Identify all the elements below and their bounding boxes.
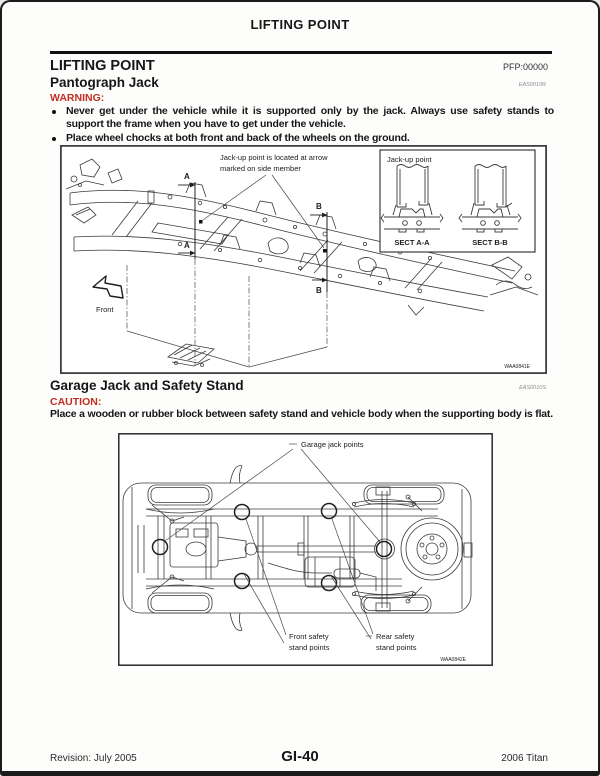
warning-bullet-2: Place wheel chocks at both front and bac… (50, 132, 554, 145)
pantograph-heading: Pantograph Jack (50, 75, 159, 90)
garage-jack-point-rear (375, 540, 393, 558)
svg-text:B: B (316, 202, 322, 211)
caution-label: CAUTION: (50, 396, 102, 408)
footer-page-number: GI-40 (281, 748, 319, 765)
diagram-border (118, 433, 493, 666)
pantograph-jack-sketch (167, 343, 215, 367)
garage-points-label: Garage jack points (164, 440, 381, 543)
footer-revision: Revision: July 2005 (50, 753, 137, 764)
footer-model: 2006 Titan (501, 753, 548, 764)
warning-bullet-1-text: Never get under the vehicle while it is … (66, 105, 554, 130)
svg-text:stand points: stand points (289, 643, 330, 652)
warning-bullet-list: Never get under the vehicle while it is … (50, 105, 554, 146)
diagram1-watermark: WAA0841E (504, 364, 530, 370)
front-safety-stand-point-bottom (233, 572, 251, 590)
section-a-marker: A A (178, 172, 196, 259)
rear-safety-stand-point-bottom (320, 574, 338, 592)
section-b-marker: B B (310, 202, 328, 295)
jack-up-point-inset: Jack-up point (379, 149, 536, 253)
svg-text:stand points: stand points (376, 643, 417, 652)
svg-text:Rear safety: Rear safety (376, 632, 415, 641)
garage-heading: Garage Jack and Safety Stand (50, 378, 244, 393)
rear-safety-stand-point-top (320, 502, 338, 520)
svg-text:Front: Front (96, 305, 114, 314)
svg-text:SECT A-A: SECT A-A (394, 238, 430, 247)
garage-jack-diagram: Garage jack points Front safety stand po… (118, 433, 493, 666)
caution-text: Place a wooden or rubber block between s… (50, 408, 553, 420)
jack-up-mark-a (199, 220, 203, 224)
diagram2-watermark: WAA0842E (440, 657, 466, 663)
svg-text:A: A (184, 172, 190, 181)
header-rule (50, 51, 552, 54)
jack-up-mark-b (323, 249, 327, 253)
section-title: LIFTING POINT (50, 58, 155, 74)
pfp-code: PFP:00000 (502, 62, 548, 72)
page-header-title: LIFTING POINT (250, 17, 350, 32)
garage-ref-code: EAS0010S (519, 385, 546, 391)
svg-text:B: B (316, 286, 322, 295)
bullet-dot-icon (52, 137, 56, 141)
projection-lines (126, 259, 328, 368)
svg-text:A: A (184, 241, 190, 250)
rear-stand-label: Rear safety stand points (330, 518, 417, 652)
warning-label: WARNING: (50, 92, 105, 104)
svg-text:Jack-up point: Jack-up point (387, 155, 433, 164)
front-direction-arrow: Front (92, 275, 124, 314)
svg-text:Jack-up point is located at ar: Jack-up point is located at arrow (220, 153, 328, 162)
warning-bullet-1: Never get under the vehicle while it is … (50, 105, 554, 131)
jack-up-callout: Jack-up point is located at arrow marked… (202, 153, 328, 249)
bullet-dot-icon (52, 110, 56, 114)
front-stand-label: Front safety stand points (243, 518, 330, 652)
front-safety-stand-point-top (233, 503, 251, 521)
pantograph-ref-code: EAS0010R (518, 82, 546, 88)
svg-text:marked on side member: marked on side member (220, 164, 301, 173)
svg-text:Garage jack points: Garage jack points (301, 440, 364, 449)
underbody-line-art (122, 465, 473, 631)
pantograph-jack-diagram: A A B B Jack-up point is located at arro… (60, 145, 547, 374)
warning-bullet-2-text: Place wheel chocks at both front and bac… (66, 132, 410, 144)
svg-text:SECT B-B: SECT B-B (472, 238, 508, 247)
garage-jack-point-front (151, 538, 169, 556)
frame-line-art (65, 158, 539, 316)
jack-point-markers (151, 502, 393, 592)
svg-text:Front safety: Front safety (289, 632, 329, 641)
